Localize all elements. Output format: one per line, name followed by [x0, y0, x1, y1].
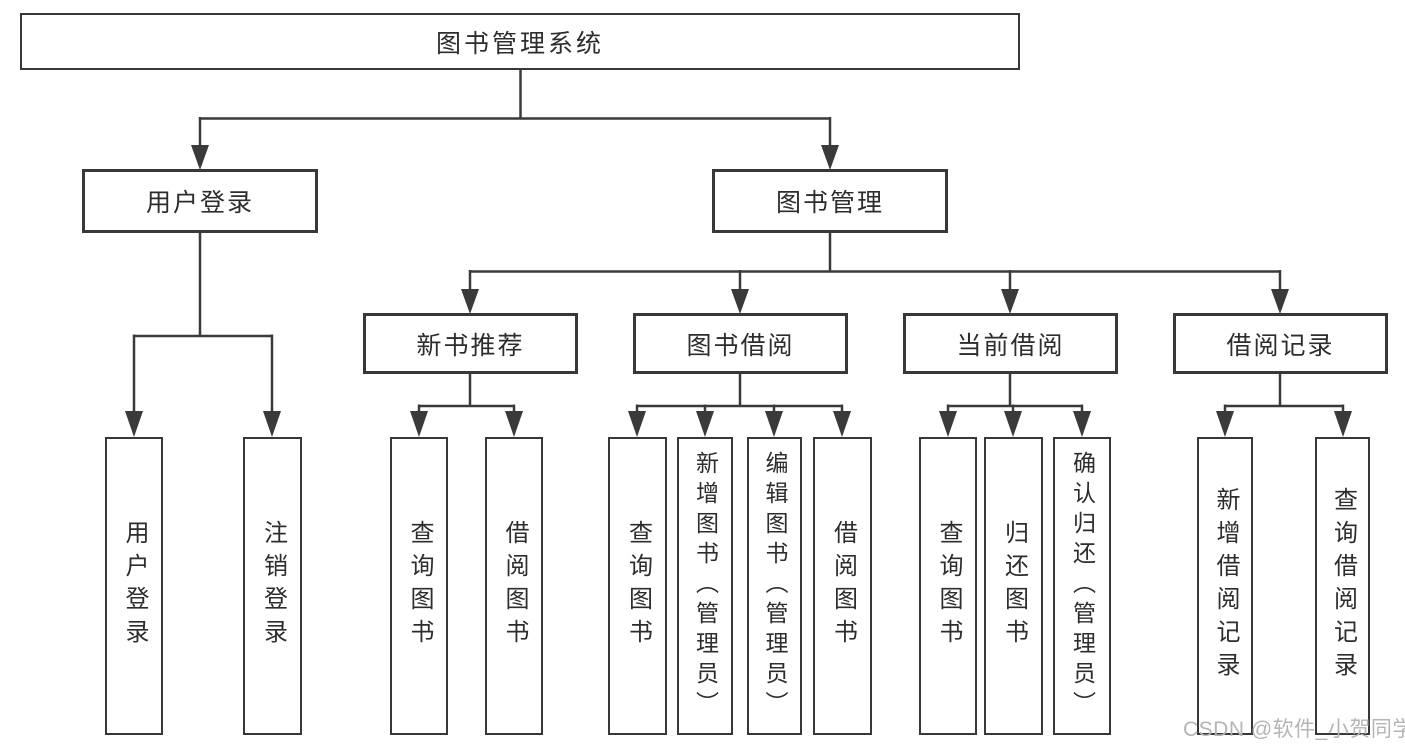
arrowheads-group — [125, 145, 1352, 437]
leaf-add-borrow-record: 新增借阅记录 — [1197, 437, 1253, 735]
leaf-edit-books-admin: 编辑图书（管理员） — [747, 437, 802, 735]
leaf-label: 新增借阅记录 — [1212, 487, 1239, 685]
leaf-borrow-books-2: 借阅图书 — [813, 437, 872, 735]
leaf-logout: 注销登录 — [243, 437, 302, 735]
module-label: 图书借阅 — [686, 331, 795, 360]
leaf-confirm-return-admin: 确认归还（管理员） — [1053, 437, 1111, 735]
leaf-query-books-3: 查询图书 — [919, 437, 977, 735]
node-module-new-book-recommend: 新书推荐 — [363, 313, 578, 374]
watermark-text: CSDN @软件_小贺同学 — [1183, 718, 1405, 741]
leaf-add-books-admin: 新增图书（管理员） — [677, 437, 733, 735]
leaf-label: 查询借阅记录 — [1329, 487, 1357, 685]
leaf-user-login: 用户登录 — [105, 437, 163, 735]
leaf-query-books-1: 查询图书 — [390, 437, 448, 735]
leaf-label: 注销登录 — [259, 520, 287, 652]
node-book-management-branch: 图书管理 — [712, 169, 948, 233]
leaf-query-books-2: 查询图书 — [608, 437, 667, 735]
node-book-management-label: 图书管理 — [775, 189, 884, 217]
node-module-current-borrowing: 当前借阅 — [903, 313, 1118, 374]
node-root-label: 图书管理系统 — [435, 29, 604, 58]
node-user-login-label: 用户登录 — [145, 189, 254, 217]
leaf-label: 查询图书 — [406, 520, 433, 652]
node-user-login-branch: 用户登录 — [82, 169, 318, 233]
leaf-label: 查询图书 — [624, 520, 652, 652]
module-label: 借阅记录 — [1226, 331, 1335, 360]
leaf-label: 确认归还（管理员） — [1069, 451, 1096, 721]
leaf-label: 编辑图书（管理员） — [762, 451, 788, 721]
leaf-return-books: 归还图书 — [984, 437, 1043, 735]
leaf-borrow-books-1: 借阅图书 — [485, 437, 543, 735]
module-label: 当前借阅 — [956, 331, 1065, 360]
leaf-label: 查询图书 — [935, 520, 962, 652]
leaf-label: 归还图书 — [1000, 520, 1028, 652]
module-label: 新书推荐 — [416, 331, 525, 360]
node-module-borrowing-records: 借阅记录 — [1173, 313, 1388, 374]
leaf-label: 借阅图书 — [829, 520, 857, 652]
leaf-label: 新增图书（管理员） — [692, 451, 719, 721]
leaf-label: 用户登录 — [121, 520, 148, 652]
node-root-system: 图书管理系统 — [20, 13, 1020, 70]
node-module-book-borrowing: 图书借阅 — [633, 313, 848, 374]
leaf-query-borrow-record: 查询借阅记录 — [1315, 437, 1370, 735]
leaf-label: 借阅图书 — [501, 520, 528, 652]
